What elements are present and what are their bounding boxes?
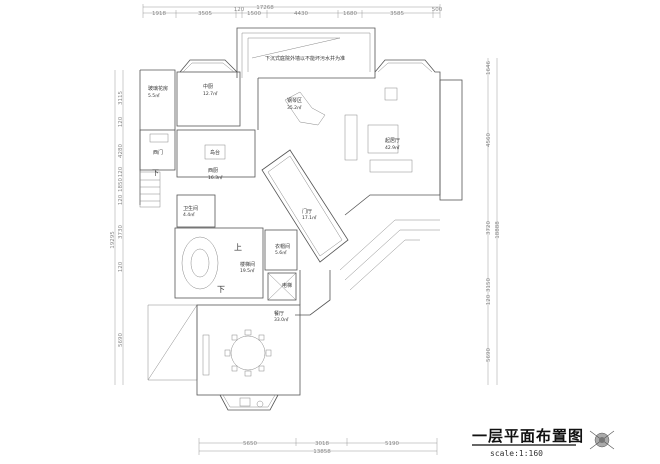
room-toilet-area: 4.4㎡ bbox=[183, 211, 195, 218]
title-text: 一层平面布置图 bbox=[472, 427, 584, 445]
room-cloakroom-area: 5.6㎡ bbox=[275, 249, 287, 256]
dim-left: 3115 bbox=[118, 91, 124, 105]
dim-top: 1500 bbox=[247, 11, 261, 17]
room-island-name: 岛台 bbox=[210, 149, 220, 156]
dim-left: 120 bbox=[118, 116, 124, 127]
room-dining-area: 33.0㎡ bbox=[274, 316, 289, 323]
room-elevator-name: 电梯 bbox=[282, 282, 292, 289]
right-dimensions: 1646 4560 3720 3150 120 5690 18888 bbox=[486, 58, 501, 385]
dim-left: 120 bbox=[118, 261, 124, 272]
room-cloakroom-name: 衣帽间 bbox=[275, 243, 290, 250]
dim-left: 4280 bbox=[118, 144, 124, 158]
dim-bottom: 5190 bbox=[385, 441, 399, 447]
dim-right: 1646 bbox=[486, 61, 492, 75]
dim-left: 5690 bbox=[118, 333, 124, 347]
dim-top: 120 bbox=[234, 7, 245, 13]
drawing-title: 一层平面布置图 scale:1:160 bbox=[472, 427, 584, 458]
dim-left: 120 bbox=[118, 194, 124, 205]
room-foyer-area: 17.1㎡ bbox=[302, 214, 317, 221]
room-chinese-kitchen-area: 12.7㎡ bbox=[203, 90, 218, 97]
room-glass-house-area: 5.5㎡ bbox=[148, 92, 160, 99]
dim-right: 3150 bbox=[486, 278, 492, 292]
stairs-down-label: 下 bbox=[217, 285, 225, 294]
dim-top: 500 bbox=[432, 7, 443, 13]
dim-bottom: 5650 bbox=[243, 441, 257, 447]
dim-top: 4430 bbox=[294, 11, 308, 17]
dim-right: 120 bbox=[486, 294, 492, 305]
room-western-kitchen-area: 16.3㎡ bbox=[208, 174, 223, 181]
room-living-area: 42.9㎡ bbox=[385, 144, 400, 151]
dim-top: 1918 bbox=[152, 11, 166, 17]
dim-right: 3720 bbox=[486, 221, 492, 235]
room-toilet-name: 卫生间 bbox=[183, 205, 198, 212]
walls bbox=[139, 27, 463, 411]
stairs-up-label: 上 bbox=[234, 243, 242, 252]
room-stairwell-area: 19.5㎡ bbox=[240, 267, 255, 274]
room-piano-name: 钢琴区 bbox=[287, 97, 302, 104]
bottom-dimensions: 5650 3018 5190 13858 bbox=[198, 438, 438, 455]
room-chinese-kitchen-name: 中厨 bbox=[203, 83, 213, 90]
room-piano-area: 35.2㎡ bbox=[287, 104, 302, 111]
courtyard-note: 下沉式庭院外墙以不能坏污水井为准 bbox=[265, 55, 345, 62]
compass-icon bbox=[589, 430, 615, 450]
room-living-name: 起居厅 bbox=[385, 138, 400, 144]
room-stairwell-name: 楼梯间 bbox=[240, 261, 255, 268]
dim-right: 4560 bbox=[486, 133, 492, 147]
dim-left: 1850 bbox=[118, 178, 124, 192]
dim-top: 1680 bbox=[343, 11, 357, 17]
dim-top: 3585 bbox=[390, 11, 404, 17]
west-stairs-down-label: 下 bbox=[152, 169, 159, 177]
dim-right-total: 18888 bbox=[495, 221, 501, 239]
dim-right: 5690 bbox=[486, 348, 492, 362]
room-dining-name: 餐厅 bbox=[274, 310, 284, 317]
dim-top-total: 17268 bbox=[256, 5, 274, 11]
dim-left: 120 bbox=[118, 166, 124, 177]
dim-bottom: 3018 bbox=[315, 441, 329, 447]
room-glass-house-name: 玻璃花房 bbox=[148, 85, 168, 92]
room-foyer-name: 门厅 bbox=[302, 208, 312, 215]
top-dimensions: 17268 1918 3505 120 1500 4430 1680 3585 … bbox=[142, 4, 443, 18]
dim-bottom-total: 13858 bbox=[313, 449, 331, 455]
room-western-kitchen-name: 西厨 bbox=[208, 168, 218, 174]
scale-text: scale:1:160 bbox=[490, 449, 543, 458]
dim-left-total: 19295 bbox=[110, 231, 116, 249]
room-west-door-name: 西门 bbox=[153, 149, 163, 156]
room-labels: 玻璃花房 5.5㎡ 中厨 12.7㎡ 钢琴区 35.2㎡ 起居厅 42.9㎡ 西… bbox=[148, 55, 400, 323]
dim-top: 3505 bbox=[198, 11, 212, 17]
dim-left: 3730 bbox=[118, 225, 124, 239]
left-dimensions: 19295 3115 120 4280 120 1850 120 3730 12… bbox=[110, 70, 124, 385]
